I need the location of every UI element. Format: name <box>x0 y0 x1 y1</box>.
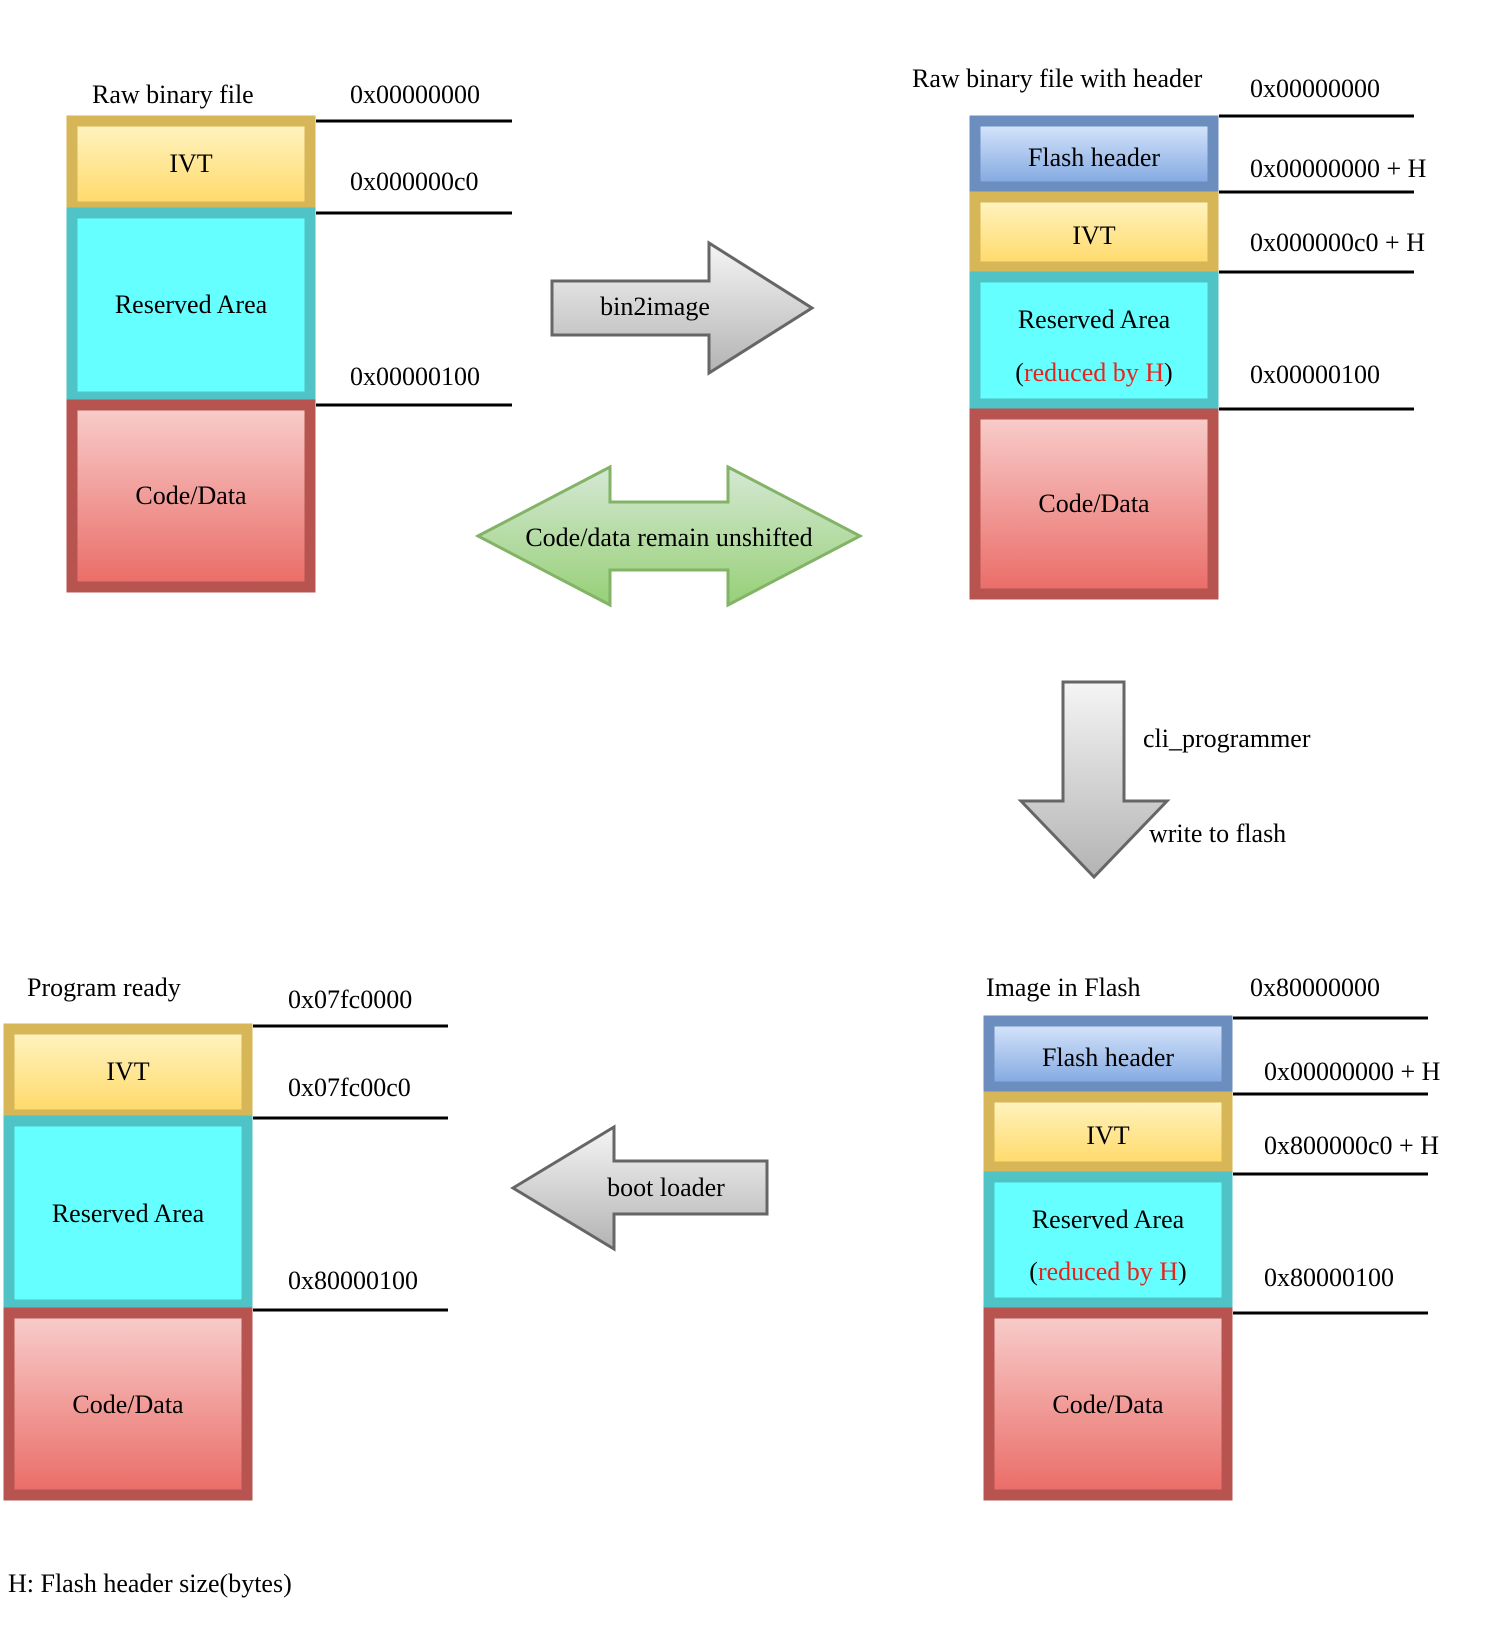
in-flash-ivt-block <box>983 1091 1233 1173</box>
with-header-address-2: 0x000000c0 + H <box>1250 228 1425 257</box>
with-header-code-block <box>969 408 1219 600</box>
with-header-reduced-open: ( <box>1015 358 1024 387</box>
with-header-ivt-block <box>969 191 1219 273</box>
unshifted-label: Code/data remain unshifted <box>525 523 812 552</box>
raw-code-block <box>66 399 316 593</box>
with-header-address-3: 0x00000100 <box>1250 360 1380 389</box>
with-header-code-label: Code/Data <box>1038 489 1150 518</box>
with-header-title: Raw binary file with header <box>912 64 1203 93</box>
raw-reserved-block <box>66 207 316 403</box>
raw-binary-stack: Raw binary file IVT Reserved Area Code/D… <box>66 80 512 593</box>
boot-loader-label: boot loader <box>607 1173 725 1202</box>
raw-binary-title: Raw binary file <box>92 80 254 109</box>
in-flash-flash-header-block <box>983 1015 1233 1093</box>
program-ready-address-0: 0x07fc0000 <box>288 985 412 1014</box>
write-to-flash-label: write to flash <box>1149 819 1286 848</box>
in-flash-reserved-label: Reserved Area <box>1032 1205 1185 1234</box>
program-ready-stack: Program ready IVT Reserved Area Code/Dat… <box>3 973 448 1501</box>
in-flash-ivt-label: IVT <box>1086 1121 1129 1150</box>
with-header-reserved-block <box>969 271 1219 410</box>
with-header-reduced-note: (reduced by H) <box>1015 358 1172 387</box>
program-ready-code-block <box>3 1307 253 1501</box>
in-flash-reduced-text: reduced by H <box>1038 1257 1178 1286</box>
in-flash-code-label: Code/Data <box>1052 1390 1164 1419</box>
in-flash-reduced-close: ) <box>1178 1257 1187 1286</box>
unshifted-arrow-shape <box>474 464 864 608</box>
with-header-flash-header-label: Flash header <box>1028 143 1160 172</box>
with-header-reserved-label: Reserved Area <box>1018 305 1171 334</box>
bin2image-arrow: bin2image <box>550 240 815 376</box>
program-ready-title: Program ready <box>27 973 181 1002</box>
with-header-reduced-text: reduced by H <box>1024 358 1164 387</box>
with-header-flash-header-block <box>969 115 1219 193</box>
with-header-address-1: 0x00000000 + H <box>1250 154 1427 183</box>
raw-address-0: 0x00000000 <box>350 80 480 109</box>
raw-reserved-label: Reserved Area <box>115 290 268 319</box>
with-header-address-0: 0x00000000 <box>1250 74 1380 103</box>
in-flash-address-0: 0x80000000 <box>1250 973 1380 1002</box>
program-ready-address-2: 0x80000100 <box>288 1266 418 1295</box>
program-ready-reserved-block <box>3 1115 253 1311</box>
with-header-stack: Raw binary file with header Flash header… <box>912 64 1427 600</box>
raw-address-1: 0x000000c0 <box>350 167 479 196</box>
boot-loader-arrow: boot loader <box>510 1124 769 1252</box>
raw-code-label: Code/Data <box>135 481 247 510</box>
with-header-reduced-close: ) <box>1164 358 1173 387</box>
cli-programmer-arrow: cli_programmer write to flash <box>1017 680 1311 880</box>
unshifted-double-arrow: Code/data remain unshifted <box>474 464 864 608</box>
bin2image-arrow-shape <box>550 240 815 376</box>
with-header-ivt-label: IVT <box>1072 221 1115 250</box>
raw-ivt-label: IVT <box>169 149 212 178</box>
boot-loader-arrow-shape <box>510 1124 769 1252</box>
in-flash-flash-header-label: Flash header <box>1042 1043 1174 1072</box>
program-ready-ivt-block <box>3 1023 253 1121</box>
in-flash-title: Image in Flash <box>986 973 1141 1002</box>
in-flash-address-2: 0x800000c0 + H <box>1264 1131 1439 1160</box>
program-ready-reserved-label: Reserved Area <box>52 1199 205 1228</box>
program-ready-ivt-label: IVT <box>106 1057 149 1086</box>
program-ready-code-label: Code/Data <box>72 1390 184 1419</box>
raw-address-2: 0x00000100 <box>350 362 480 391</box>
cli-programmer-arrow-shape <box>1017 680 1171 880</box>
in-flash-code-block <box>983 1307 1233 1501</box>
in-flash-stack: Image in Flash Flash header IVT Reserved… <box>983 973 1441 1501</box>
raw-ivt-block <box>66 115 316 213</box>
in-flash-reduced-open: ( <box>1029 1257 1038 1286</box>
in-flash-address-1: 0x00000000 + H <box>1264 1057 1441 1086</box>
in-flash-reserved-block <box>983 1171 1233 1309</box>
program-ready-address-1: 0x07fc00c0 <box>288 1073 411 1102</box>
in-flash-address-3: 0x80000100 <box>1264 1263 1394 1292</box>
bin2image-label: bin2image <box>600 292 710 321</box>
cli-programmer-label: cli_programmer <box>1143 724 1311 753</box>
legend-note: H: Flash header size(bytes) <box>8 1569 292 1598</box>
in-flash-reduced-note: (reduced by H) <box>1029 1257 1186 1286</box>
